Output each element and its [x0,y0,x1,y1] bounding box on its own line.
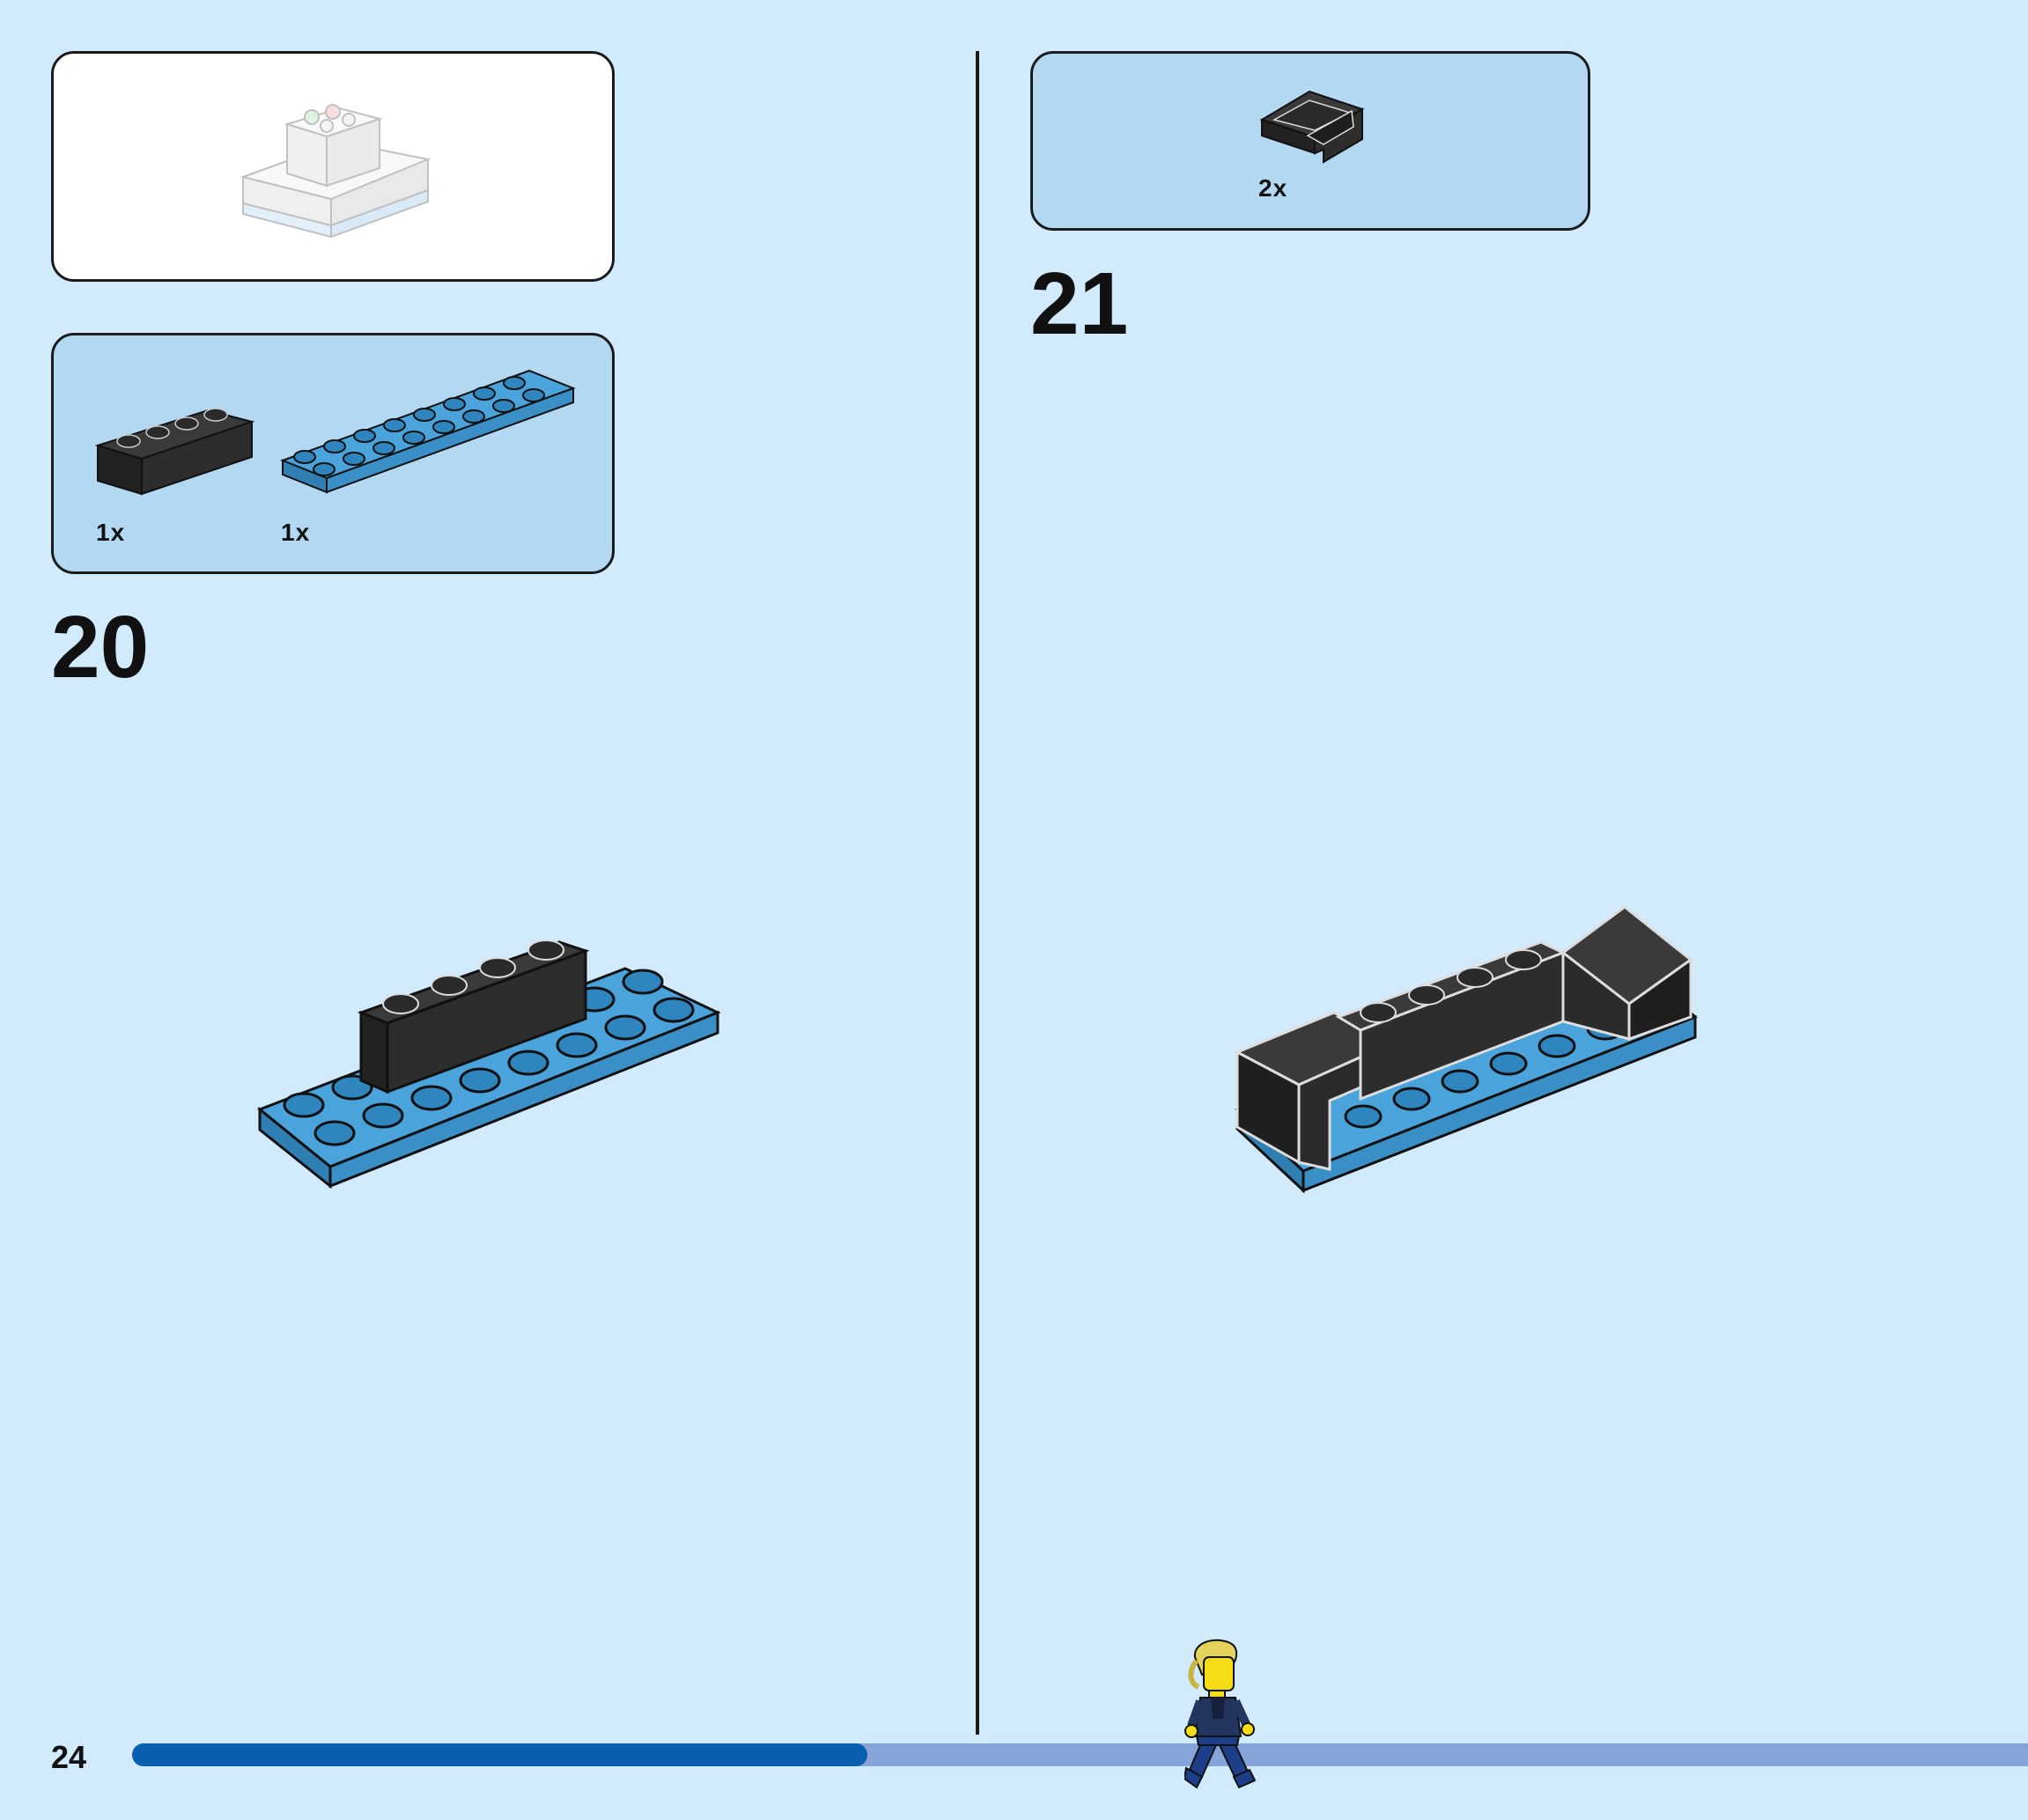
step-20-assembly-icon [257,939,721,1190]
step-21-assembly-icon [1234,905,1698,1194]
page-number: 24 [51,1739,87,1775]
part-quantity: 1x [281,519,311,546]
blue-plate-2x8-icon [280,369,576,494]
column-divider [976,51,979,1735]
completed-model-preview-icon [240,104,431,239]
black-brick-1x4-icon [94,408,255,496]
part-quantity: 2x [1258,174,1288,202]
black-corner-panel-icon [1259,90,1365,164]
step-number-20: 20 [51,598,150,696]
step-number-21: 21 [1030,254,1129,353]
part-quantity: 1x [96,519,126,546]
parts-list-panel-step-20: 1x 1x [51,333,615,574]
progress-bar-fill [132,1743,868,1766]
progress-bar [132,1743,2028,1766]
walking-minifigure-icon [1184,1639,1257,1789]
parts-list-panel-step-21: 2x [1030,51,1590,231]
model-preview-panel [51,51,615,282]
